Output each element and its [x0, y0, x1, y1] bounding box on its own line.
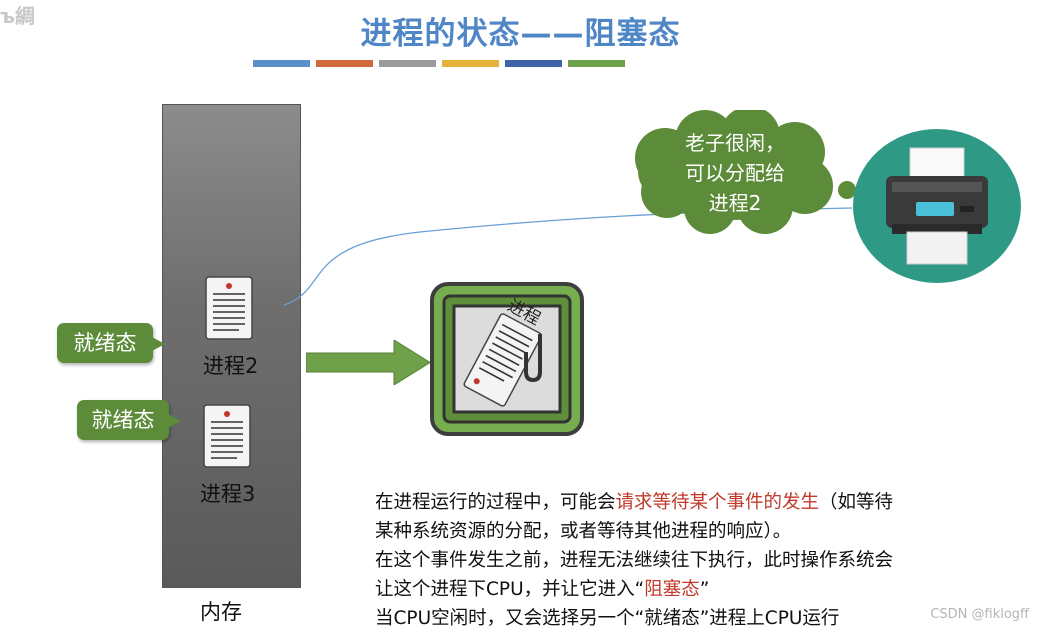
- explanation-paragraph: 在进程运行的过程中，可能会请求等待某个事件的发生（如等待 某种系统资源的分配，或…: [375, 488, 1041, 633]
- color-bar: [379, 60, 436, 67]
- color-bar: [253, 60, 310, 67]
- process-2-label: 进程2: [203, 354, 259, 378]
- color-bar: [442, 60, 499, 67]
- cpu-icon: [430, 282, 584, 436]
- printer-icon: [853, 129, 1021, 283]
- paragraph-line-3: 在这个事件发生之前，进程无法继续往下执行，此时操作系统会: [375, 550, 894, 571]
- cloud-line-3: 进程2: [708, 191, 762, 215]
- watermark: CSDN @fiklogff: [930, 607, 1029, 622]
- color-bar: [505, 60, 562, 67]
- text-segment: 在进程运行的过程中，可能会: [375, 492, 616, 513]
- text-segment: 让这个进程下CPU，并让它进入“: [375, 579, 645, 600]
- cloud-line-2: 可以分配给: [685, 161, 785, 185]
- paragraph-line-5: 当CPU空闲时，又会选择另一个“就绪态”进程上CPU运行: [375, 608, 840, 629]
- highlight-request-event: 请求等待某个事件的发生: [615, 492, 820, 513]
- process-2-document-icon: [203, 274, 255, 342]
- text-segment: （如等待: [819, 492, 894, 513]
- text-segment: ”: [699, 579, 710, 600]
- cloud-line-1: 老子很闲，: [685, 131, 785, 155]
- color-bar: [316, 60, 373, 67]
- cloud-text: 老子很闲， 可以分配给 进程2: [640, 128, 830, 218]
- color-bar: [568, 60, 625, 67]
- logo: ъ綢: [0, 4, 36, 28]
- ready-state-callout-process-3: 就绪态: [77, 400, 181, 440]
- memory-block: [162, 104, 301, 588]
- paragraph-line-2: 某种系统资源的分配，或者等待其他进程的响应）。: [375, 521, 792, 542]
- green-right-arrow: [306, 340, 430, 385]
- paragraph-line-4: 让这个进程下CPU，并让它进入“阻塞态”: [375, 575, 1041, 604]
- process-3-document-icon: [201, 402, 253, 470]
- memory-label: 内存: [200, 600, 242, 624]
- ready-state-callout-process-2: 就绪态: [57, 323, 165, 363]
- paragraph-line-1: 在进程运行的过程中，可能会请求等待某个事件的发生（如等待: [375, 488, 1041, 517]
- process-3-label: 进程3: [200, 482, 256, 506]
- highlight-blocked-state: 阻塞态: [644, 579, 700, 600]
- thought-cloud: [635, 110, 868, 234]
- page-title: 进程的状态——阻塞态: [360, 16, 681, 52]
